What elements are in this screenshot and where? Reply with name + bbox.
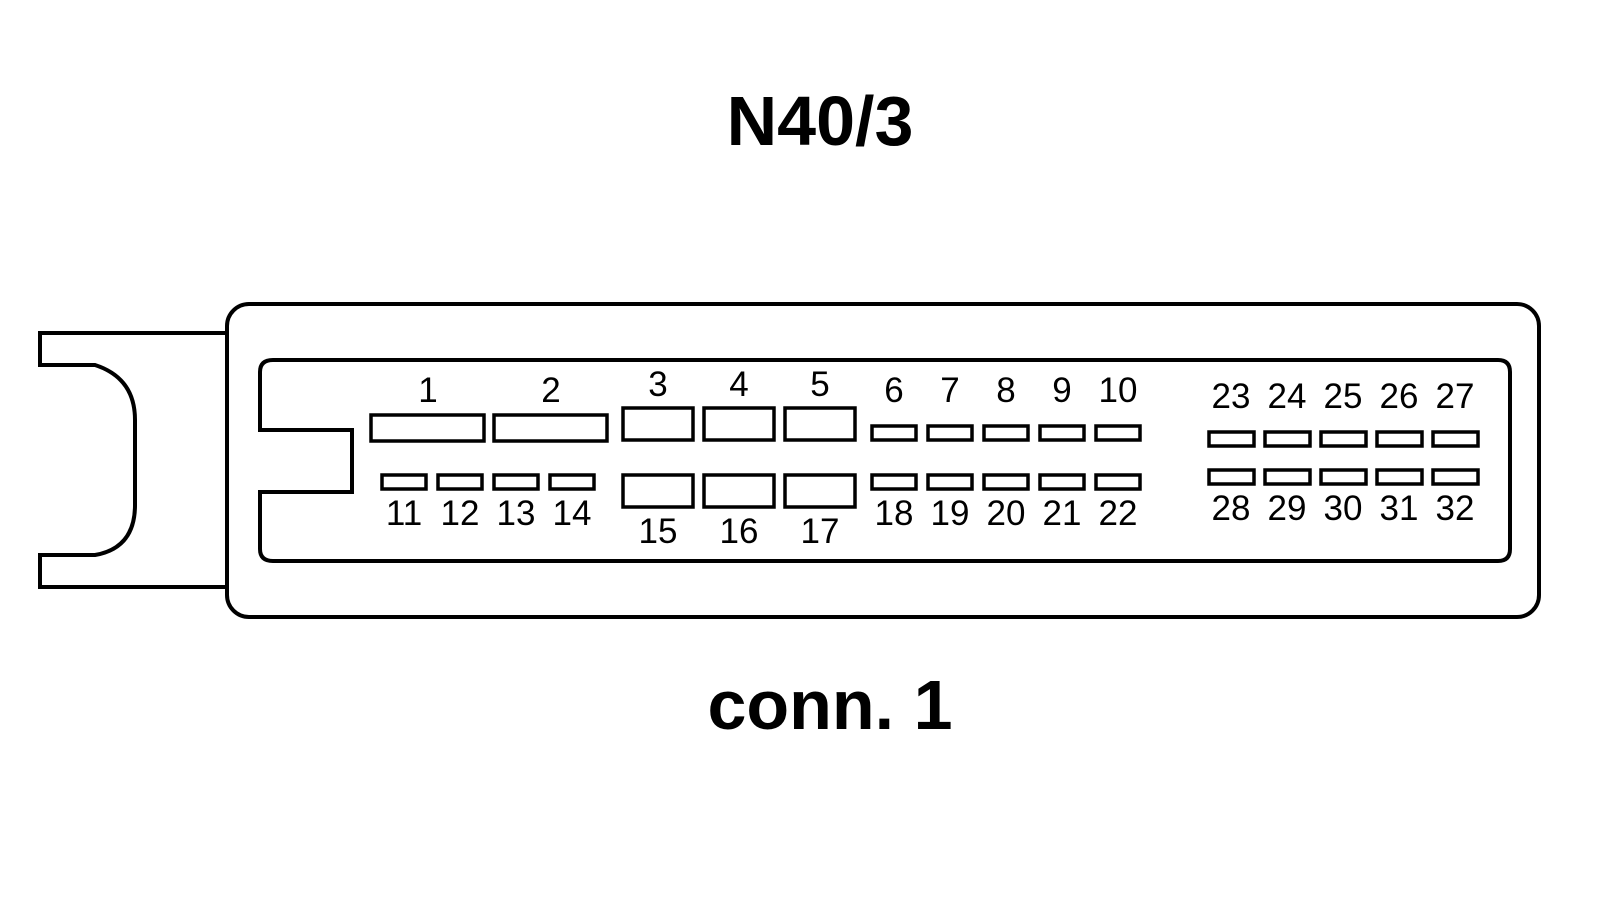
pin-28-contact	[1207, 468, 1256, 486]
pin-32-contact	[1431, 468, 1480, 486]
pin-27-contact	[1431, 430, 1480, 448]
pin-21-label: 21	[1043, 494, 1082, 533]
connector-cavity	[258, 358, 1512, 563]
pin-4-label: 4	[729, 365, 748, 404]
pin-8-label: 8	[996, 371, 1015, 410]
pin-30-label: 30	[1324, 489, 1363, 528]
pin-9-contact	[1038, 424, 1086, 442]
pin-20-contact	[982, 473, 1030, 491]
pin-22-label: 22	[1099, 494, 1138, 533]
pin-14-contact	[548, 473, 596, 491]
pin-18-label: 18	[875, 494, 914, 533]
pin-7-label: 7	[940, 371, 959, 410]
connector-caption: conn. 1	[707, 666, 952, 744]
pin-1-label: 1	[418, 371, 437, 410]
pin-16-label: 16	[720, 512, 759, 551]
pin-25-label: 25	[1324, 377, 1363, 416]
pin-13-label: 13	[497, 494, 536, 533]
pin-29-contact	[1263, 468, 1312, 486]
pin-15-label: 15	[639, 512, 678, 551]
pin-shapes	[369, 406, 1480, 509]
pin-8-contact	[982, 424, 1030, 442]
pin-31-label: 31	[1380, 489, 1419, 528]
pin-11-label: 11	[386, 494, 422, 533]
pin-1-contact	[369, 413, 486, 443]
connector-latch	[38, 331, 228, 589]
pin-30-contact	[1319, 468, 1368, 486]
pin-3-contact	[621, 406, 695, 442]
pin-12-contact	[436, 473, 484, 491]
pin-19-label: 19	[931, 494, 970, 533]
pin-23-label: 23	[1212, 377, 1251, 416]
pin-24-label: 24	[1268, 377, 1307, 416]
pin-9-label: 9	[1052, 371, 1071, 410]
pin-23-contact	[1207, 430, 1256, 448]
pin-5-label: 5	[810, 365, 829, 404]
pin-10-contact	[1094, 424, 1142, 442]
pin-6-label: 6	[884, 371, 903, 410]
pin-31-contact	[1375, 468, 1424, 486]
pin-12-label: 12	[441, 494, 480, 533]
pin-4-contact	[702, 406, 776, 442]
pin-14-label: 14	[553, 494, 592, 533]
pin-3-label: 3	[648, 365, 667, 404]
pin-6-contact	[870, 424, 918, 442]
pin-32-label: 32	[1436, 489, 1475, 528]
pin-2-contact	[492, 413, 609, 443]
pin-18-contact	[870, 473, 918, 491]
pin-21-contact	[1038, 473, 1086, 491]
pin-24-contact	[1263, 430, 1312, 448]
pin-17-contact	[783, 473, 857, 509]
pin-10-label: 10	[1099, 371, 1138, 410]
pin-17-label: 17	[801, 512, 840, 551]
pin-5-contact	[783, 406, 857, 442]
pin-29-label: 29	[1268, 489, 1307, 528]
pin-15-contact	[621, 473, 695, 509]
pin-28-label: 28	[1212, 489, 1251, 528]
pin-25-contact	[1319, 430, 1368, 448]
pin-16-contact	[702, 473, 776, 509]
pin-7-contact	[926, 424, 974, 442]
pin-27-label: 27	[1436, 377, 1475, 416]
diagram-title: N40/3	[727, 82, 914, 160]
pin-13-contact	[492, 473, 540, 491]
pin-22-contact	[1094, 473, 1142, 491]
pin-11-contact	[380, 473, 428, 491]
pin-19-contact	[926, 473, 974, 491]
pin-26-contact	[1375, 430, 1424, 448]
pin-26-label: 26	[1380, 377, 1419, 416]
pin-20-label: 20	[987, 494, 1026, 533]
pin-2-label: 2	[541, 371, 560, 410]
